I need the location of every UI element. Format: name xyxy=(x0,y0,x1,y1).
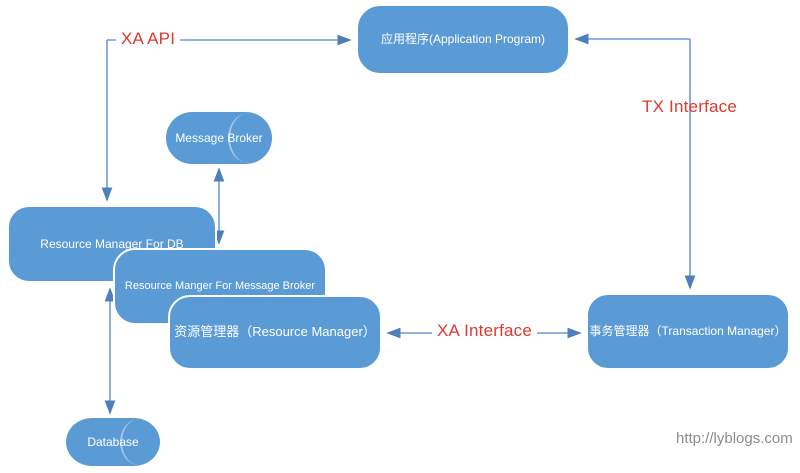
node-transaction-manager-label: 事务管理器（Transaction Manager） xyxy=(589,324,787,338)
node-resource-manager-for-message-broker-label: Resource Manger For Message Broker xyxy=(124,279,316,292)
site-url: http://lyblogs.com xyxy=(676,430,793,447)
node-message-broker-label: Message Broker xyxy=(175,131,263,145)
node-resource-manager: 资源管理器（Resource Manager） xyxy=(168,295,382,370)
edge-label-xa-interface: XA Interface xyxy=(432,321,538,341)
node-database-label: Database xyxy=(87,435,139,449)
node-message-broker: Message Broker xyxy=(166,112,272,164)
node-resource-manager-for-db-label: Resource Manager For DB xyxy=(40,236,184,251)
edge-label-tx-interface: TX Interface xyxy=(642,97,737,116)
node-application-program: 应用程序(Application Program) xyxy=(356,4,570,75)
node-resource-manager-label: 资源管理器（Resource Manager） xyxy=(174,324,376,340)
edge-label-xa-api: XA API xyxy=(116,29,181,49)
node-transaction-manager: 事务管理器（Transaction Manager） xyxy=(586,293,790,370)
node-database: Database xyxy=(66,418,160,466)
node-application-program-label: 应用程序(Application Program) xyxy=(380,32,546,46)
